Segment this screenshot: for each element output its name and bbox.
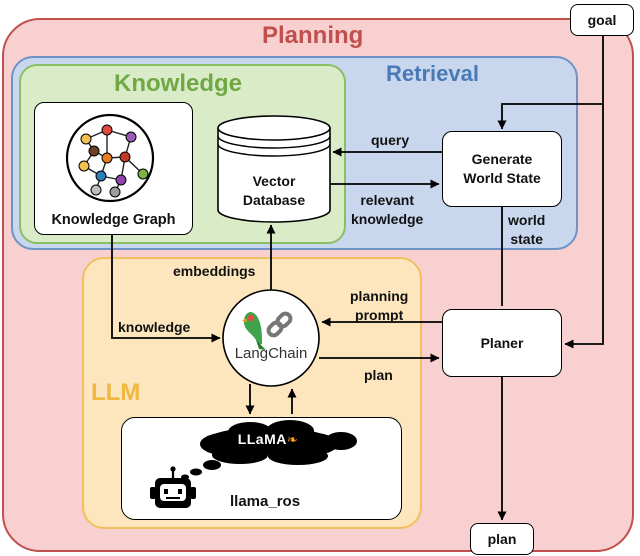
generate-world-state-label: Generate World State xyxy=(463,151,541,186)
knowledge-graph-label: Knowledge Graph xyxy=(51,212,176,228)
goal-node[interactable]: goal xyxy=(570,4,634,36)
graph-icon xyxy=(65,113,155,203)
goal-label: goal xyxy=(587,12,617,28)
retrieval-title: Retrieval xyxy=(386,61,479,86)
parrot-icon xyxy=(242,312,266,350)
knowledge-title: Knowledge xyxy=(114,70,243,97)
llm-title: LLM xyxy=(91,379,141,406)
query-label: query xyxy=(371,132,410,148)
langchain-label: LangChain xyxy=(234,345,308,362)
relevant-knowledge-label: relevant knowledge xyxy=(351,192,424,227)
langchain-node[interactable] xyxy=(222,289,320,387)
llama-cloud xyxy=(181,420,357,480)
planning-prompt-label: planning prompt xyxy=(350,288,409,323)
vector-database-cylinder[interactable] xyxy=(217,115,331,223)
llama-ros-label: llama_ros xyxy=(230,493,301,510)
llama-logo-text: LLaMA❧ xyxy=(228,431,308,448)
knowledge-label: knowledge xyxy=(118,319,191,335)
llama-logo-label: LLaMA xyxy=(237,431,287,447)
plan-output-label: plan xyxy=(487,531,517,547)
llama-icon: ❧ xyxy=(286,432,299,447)
goal-to-planer-arrow xyxy=(564,104,604,349)
generate-world-state-node[interactable]: Generate World State xyxy=(442,131,562,207)
plan-output-node[interactable]: plan xyxy=(470,523,534,555)
vector-database-label: Vector Database xyxy=(242,173,306,208)
robot-icon xyxy=(150,466,196,508)
chain-link-icon xyxy=(266,311,293,338)
goal-to-world-state-arrow xyxy=(497,36,604,130)
planning-title: Planning xyxy=(262,22,364,49)
planer-node[interactable]: Planer xyxy=(442,309,562,377)
plan-label: plan xyxy=(364,367,393,383)
world-state-label: world state xyxy=(508,212,546,247)
planer-label: Planer xyxy=(480,335,524,351)
knowledge-arrow xyxy=(111,235,221,343)
embeddings-label: embeddings xyxy=(173,263,256,279)
